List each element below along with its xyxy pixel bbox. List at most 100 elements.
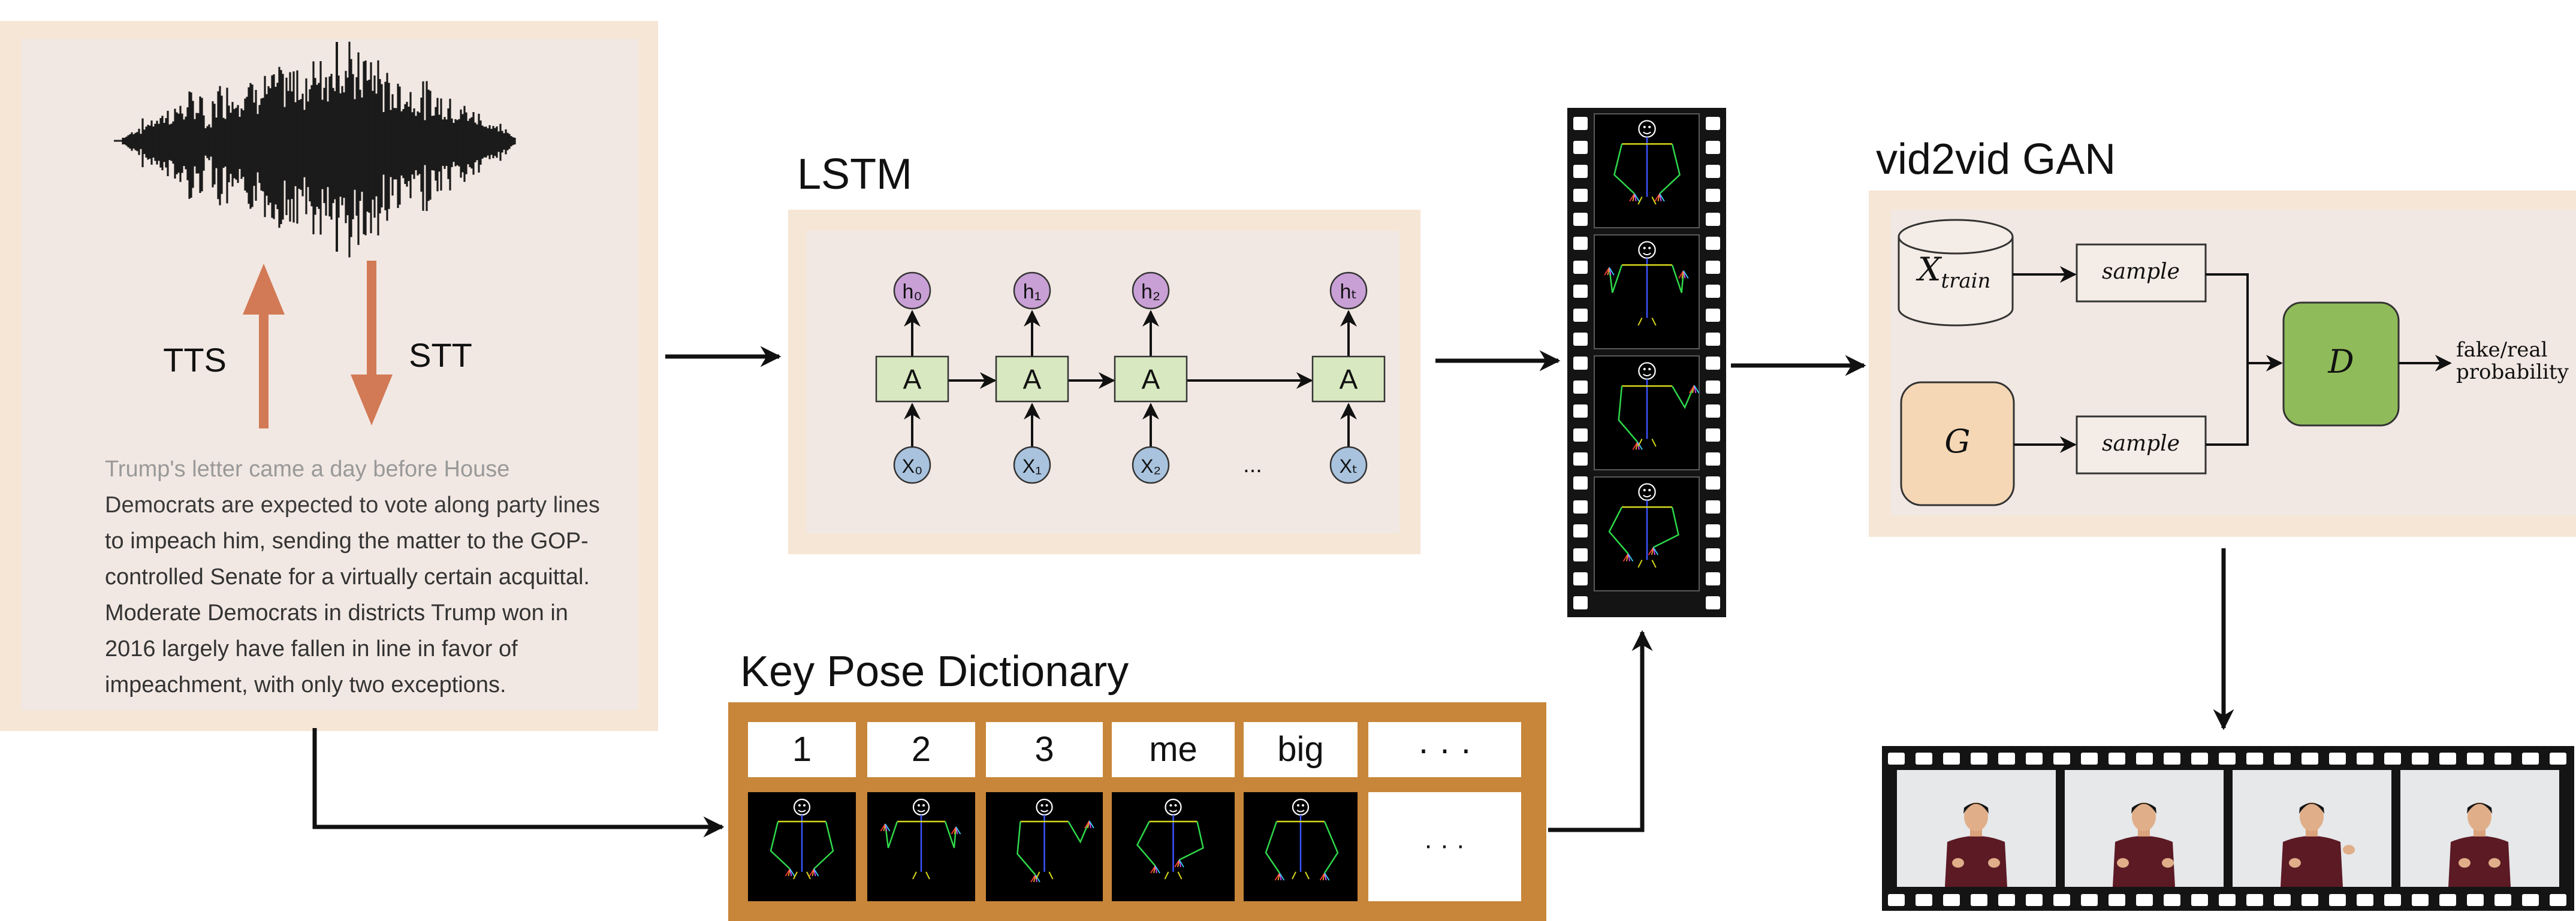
pose-skeleton-icon xyxy=(880,798,961,880)
input-node xyxy=(893,446,931,484)
video-frame xyxy=(2233,770,2391,887)
input-node xyxy=(1013,446,1051,484)
input-node xyxy=(1329,446,1368,484)
dictionary-key-label: big xyxy=(1277,730,1323,769)
dictionary-key-cell xyxy=(867,722,975,777)
video-frame xyxy=(2065,770,2224,887)
arrow-input-to-dictionary xyxy=(312,728,725,838)
video-frames xyxy=(1897,770,2559,887)
lstm-unit-t: A hₜ Xₜ xyxy=(1311,271,1386,484)
output-label-line2: probability xyxy=(2456,360,2569,384)
hidden-state-node xyxy=(1132,271,1170,310)
audio-waveform-icon xyxy=(114,41,516,258)
hidden-state-label: h₁ xyxy=(1023,280,1041,303)
video-frame xyxy=(1897,770,2056,887)
pose-skeleton-icon xyxy=(1265,798,1339,881)
hidden-state-node xyxy=(893,271,931,310)
connector-sample-real xyxy=(2206,273,2249,446)
hidden-state-node xyxy=(1329,271,1368,310)
sample-label-real: sample xyxy=(2102,259,2180,284)
input-node xyxy=(1132,446,1170,484)
sprocket-holes xyxy=(1573,117,1720,609)
transcript-line: Moderate Democrats in districts Trump wo… xyxy=(105,600,568,626)
input-label: X₂ xyxy=(1141,455,1161,477)
output-label-line1: fake/real xyxy=(2456,338,2548,362)
dictionary-poses xyxy=(748,792,1358,901)
lstm-cell xyxy=(1114,355,1188,403)
dictionary-key-cell xyxy=(1244,722,1358,777)
lstm-title: LSTM xyxy=(797,150,912,198)
pose-skeleton-icon xyxy=(1613,120,1681,205)
dictionary-key-cell xyxy=(1368,722,1521,777)
lstm-unit-1: A h₁ X₁ xyxy=(995,271,1069,484)
dictionary-more-label: · · · xyxy=(1424,831,1465,860)
tts-label: TTS xyxy=(163,341,227,379)
lstm-block: LSTM A h₀ X₀ A h₁ X₁ xyxy=(788,150,1420,554)
dictionary-more-cell xyxy=(1368,792,1521,901)
speaker-figure-icon xyxy=(1945,802,2007,887)
transcript-line: controlled Senate for a virtually certai… xyxy=(105,564,590,590)
arrow-dictionary-to-poses xyxy=(1548,630,1653,832)
transcript-line: 2016 largely have fallen in line in favo… xyxy=(105,636,518,662)
hidden-state-label: hₜ xyxy=(1340,280,1358,303)
input-label: Xₜ xyxy=(1340,455,1358,477)
pose-sequence-filmstrip xyxy=(1567,108,1726,617)
stt-label: STT xyxy=(409,336,472,374)
dictionary-title: Key Pose Dictionary xyxy=(740,648,1129,696)
stt-arrow-icon xyxy=(351,261,393,425)
lstm-cell xyxy=(1311,355,1386,403)
dictionary-key-label: me xyxy=(1149,730,1197,769)
dictionary-key-label: · · · xyxy=(1417,730,1471,769)
dictionary-key-label: 2 xyxy=(912,730,931,769)
input-label: X₁ xyxy=(1022,455,1042,477)
lstm-unit-2: A h₂ X₂ xyxy=(1114,271,1188,484)
sample-box-real xyxy=(2076,243,2207,303)
output-video-filmstrip xyxy=(1882,746,2574,911)
dictionary-key-cell xyxy=(748,722,856,777)
dictionary-key-label: 3 xyxy=(1034,730,1054,769)
sample-label-fake: sample xyxy=(2102,431,2180,456)
pose-skeleton-icon xyxy=(770,798,834,880)
lstm-cell xyxy=(875,355,949,403)
dictionary-key-cell xyxy=(986,722,1103,777)
transcript-line: Democrats are expected to vote along par… xyxy=(105,493,600,518)
input-panel: TTS STT Trump's letter came a day before… xyxy=(0,21,658,731)
generator-label: G xyxy=(1944,422,1970,460)
pose-skeleton-icon xyxy=(1604,241,1689,326)
pose-skeleton-icon xyxy=(1016,798,1094,883)
speaker-figure-icon xyxy=(2113,802,2175,887)
lstm-ellipsis: ... xyxy=(1243,452,1262,478)
pose-skeleton-icon xyxy=(1608,483,1679,568)
lstm-cell-label: A xyxy=(1340,364,1358,395)
pose-frames xyxy=(1594,113,1700,591)
dictionary-keys: 1 2 3 me big · · · xyxy=(748,722,1521,777)
pose-skeleton-icon xyxy=(1618,362,1700,450)
lstm-unit-0: A h₀ X₀ xyxy=(875,271,949,484)
lstm-cell-label: A xyxy=(1142,364,1160,395)
input-label: X₀ xyxy=(902,455,923,477)
lstm-cell-label: A xyxy=(903,364,922,395)
lstm-cell xyxy=(995,355,1069,403)
gan-title: vid2vid GAN xyxy=(1876,135,2116,183)
hidden-state-label: h₀ xyxy=(902,280,922,303)
x-train-label: Xtrain xyxy=(1916,250,1990,293)
video-frame xyxy=(2400,770,2559,887)
training-data-cylinder-icon xyxy=(1898,219,2014,327)
dictionary-key-cell xyxy=(1112,722,1235,777)
transcript-line: to impeach him, sending the matter to th… xyxy=(105,529,589,554)
key-pose-dictionary: Key Pose Dictionary 1 2 3 me big · · · · · · xyxy=(728,648,1546,921)
lstm-cell-label: A xyxy=(1023,364,1042,395)
speaker-figure-icon xyxy=(2448,802,2511,887)
pose-skeleton-icon xyxy=(1136,798,1204,880)
speaker-figure-icon xyxy=(2281,802,2355,887)
sprocket-holes xyxy=(1888,753,2566,906)
dictionary-key-label: 1 xyxy=(792,730,812,769)
transcript-line: Trump's letter came a day before House xyxy=(105,457,509,482)
discriminator-label: D xyxy=(2327,343,2354,381)
transcript-line: impeachment, with only two exceptions. xyxy=(105,672,506,697)
gan-block: vid2vid GAN Xtrain sample sample G D fak… xyxy=(1869,135,2576,537)
tts-arrow-icon xyxy=(243,264,285,428)
transcript-paragraph: Trump's letter came a day before House D… xyxy=(105,457,600,697)
hidden-state-label: h₂ xyxy=(1141,280,1160,303)
